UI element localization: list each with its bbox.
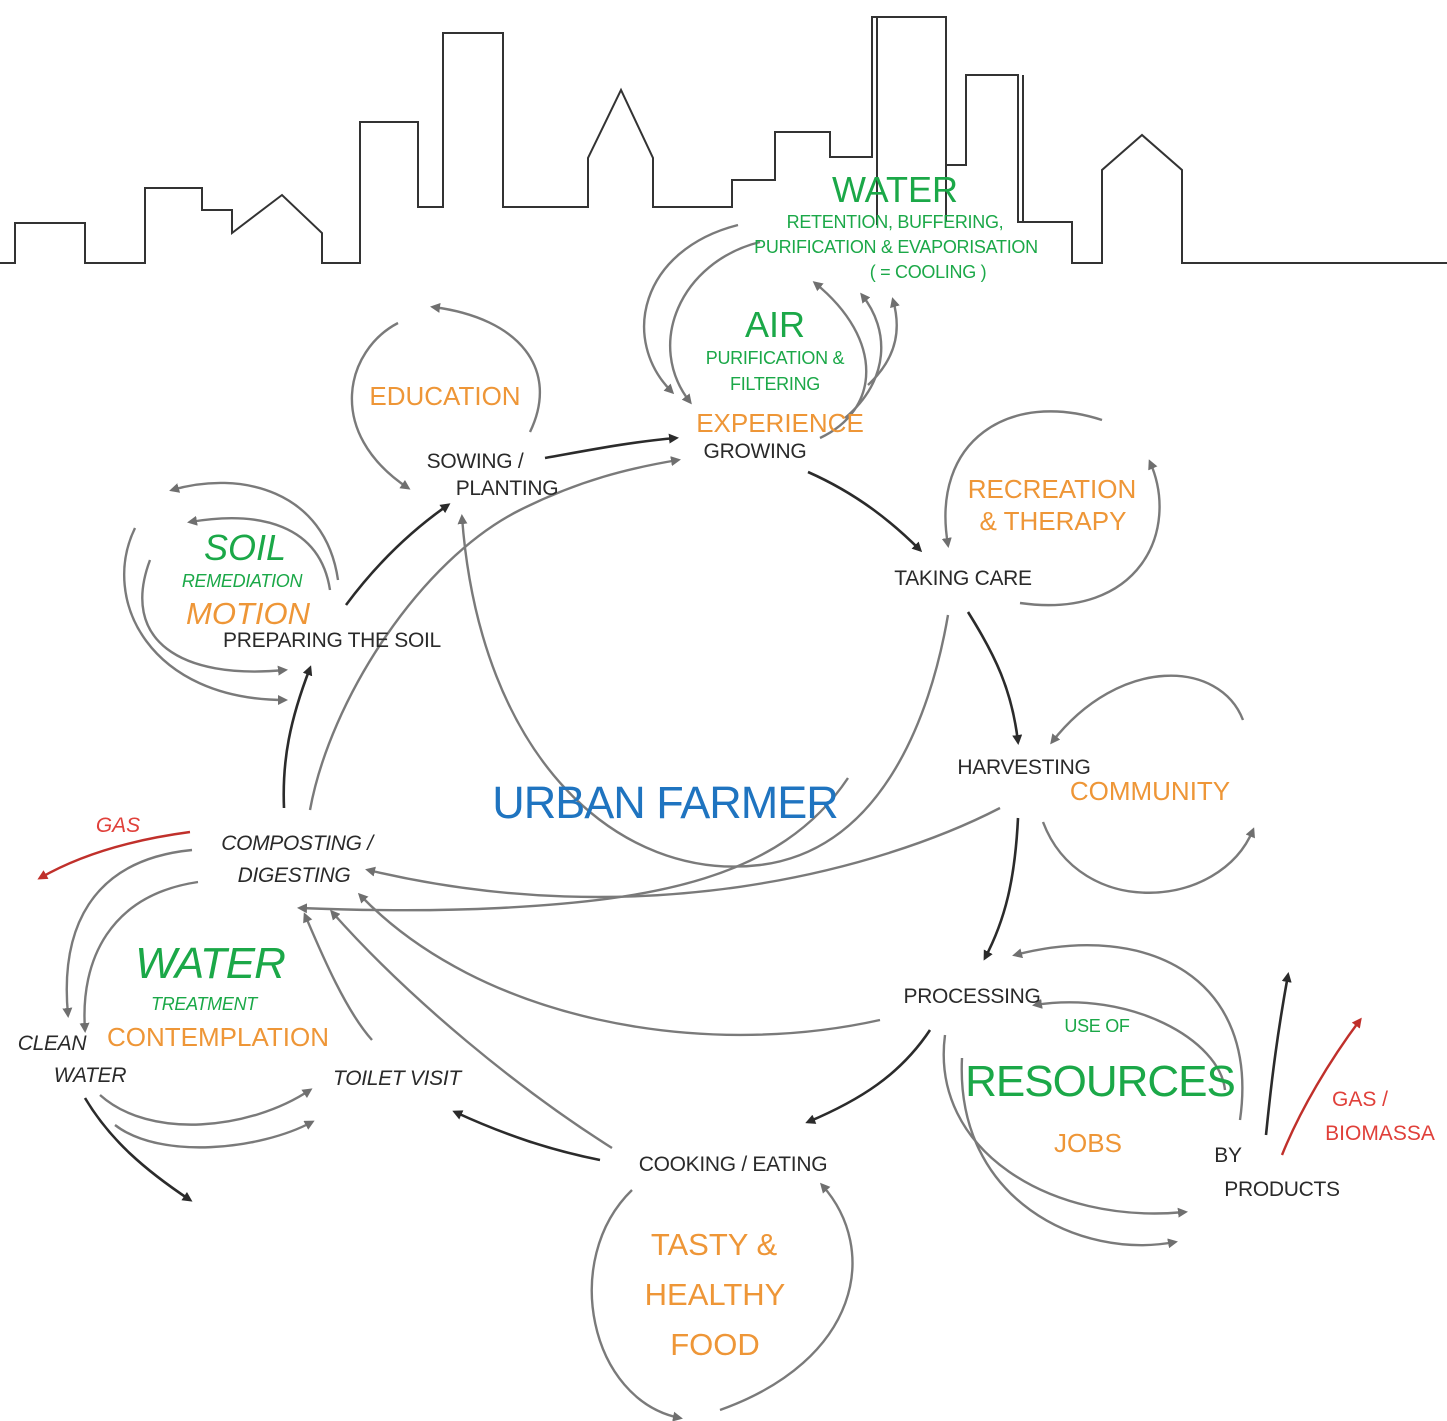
recreation-loop-arrow-2 [1019,459,1161,607]
composting-to-preparing-arrow [282,665,313,809]
by-products-outflow-arrow [1264,972,1292,1136]
benefit-loops [62,223,1255,1421]
water-treatment-loop-arrow-2 [79,880,199,1033]
processing-to-cooking-arrow [805,1029,932,1124]
gas-left-arrow [37,830,191,880]
water-treatment-loop-arrow-3 [99,1088,313,1126]
toilet-to-compost-arrow [303,912,373,1041]
gas-right-label-line-1: GAS / [1332,1088,1388,1111]
composting-label-line-1: COMPOSTING / [221,832,375,855]
center-title: URBAN FARMER [492,777,838,828]
gas-right-arrow [1280,1017,1362,1156]
jobs-label: JOBS [1054,1128,1122,1158]
air-line-2: FILTERING [730,374,820,394]
air-loop-arrow-4 [844,292,883,419]
skyline-outline [0,16,1447,264]
taking-care-to-harvesting-arrow [966,611,1023,745]
by-products-label-line-2: PRODUCTS [1224,1178,1340,1201]
recreation-label-line-1: RECREATION [968,474,1137,504]
resources-title: RESOURCES [965,1057,1235,1106]
toilet-visit-label: TOILET VISIT [333,1067,463,1090]
gas-left-label: GAS [96,814,140,837]
taking-care-to-sowing-arrow [457,514,950,868]
water-top-line-1: RETENTION, BUFFERING, [787,212,1004,232]
community-loop-arrow-2 [1041,821,1255,894]
resources-loop-arrow-1 [1012,944,1244,1121]
preparing-to-sowing-arrow [344,503,451,606]
water-treatment-title: WATER [135,939,285,988]
soil-loop-arrow-2 [187,515,332,591]
harvesting-to-processing-arrow [983,817,1020,961]
network-connectors [297,456,1001,1150]
education-loop-arrow-2 [430,302,541,433]
sowing-label-line-2: PLANTING [456,477,559,500]
resources-pre-label: USE OF [1064,1016,1130,1036]
growing-to-compost-arrow [297,777,849,914]
resources-loop-arrow-2 [1032,998,1227,1091]
cooking-to-compost-arrow [330,909,613,1150]
soil-loop-arrow-1 [169,481,340,581]
emission-arrows [37,830,1362,1156]
by-products-label-line-1: BY [1214,1144,1242,1167]
gas-right-label-line-2: BIOMASSA [1325,1122,1435,1145]
soil-title: SOIL [204,527,286,568]
air-loop-arrow-3 [812,281,868,440]
skyline-tower-shadow [876,17,1024,225]
education-label: EDUCATION [369,381,520,411]
soil-sub: REMEDIATION [182,571,304,591]
food-loop-arrow-2 [719,1182,854,1412]
preparing-soil-label: PREPARING THE SOIL [223,629,441,652]
air-line-1: PURIFICATION & [706,348,845,368]
food-loop-arrow-1 [590,1189,683,1421]
community-loop-arrow [1050,674,1245,745]
water-top-line-3: ( = COOLING ) [870,262,987,282]
clean-water-label-line-1: CLEAN [18,1032,88,1055]
water-treatment-sub: TREATMENT [151,994,259,1014]
clean-water-label-line-2: WATER [54,1064,127,1087]
water-top-title: WATER [832,169,958,210]
processing-to-compost-arrow [357,892,881,1037]
sowing-label-line-1: SOWING / [427,450,524,473]
compost-to-growing-arrow [308,456,681,811]
air-title: AIR [745,304,805,345]
water-treatment-loop-arrow-4 [114,1120,315,1149]
composting-label-line-2: DIGESTING [238,864,351,887]
soil-loop-arrow-3 [122,527,288,705]
processing-label: PROCESSING [903,985,1040,1008]
recreation-loop-arrow [941,410,1103,548]
experience-label: EXPERIENCE [696,408,864,438]
growing-to-taking-care-arrow [807,470,923,553]
water-top-line-2: PURIFICATION & EVAPORISATION [754,237,1038,257]
education-loop-arrow [350,321,411,490]
food-label-line-1: TASTY & [651,1227,778,1262]
harvest-to-compost-arrow [365,806,1001,899]
air-loop-arrow-5 [867,297,900,386]
community-label: COMMUNITY [1070,776,1230,806]
soil-loop-arrow-4 [141,559,288,676]
taking-care-label: TAKING CARE [894,567,1032,590]
resources-loop-arrow-4 [960,1057,1178,1249]
contemplation-label: CONTEMPLATION [107,1022,329,1052]
recreation-label-line-2: & THERAPY [980,506,1127,536]
cooking-eating-label: COOKING / EATING [639,1153,828,1176]
air-loop-arrow-1 [642,223,739,395]
motion-label: MOTION [186,596,311,631]
city-skyline [0,16,1447,264]
food-label-line-2: HEALTHY [645,1277,786,1312]
growing-label: GROWING [704,440,807,463]
resources-loop-arrow-3 [942,1034,1188,1218]
harvesting-label: HARVESTING [957,756,1090,779]
cooking-to-toilet-arrow [452,1110,601,1162]
water-treatment-loop-arrow-1 [62,848,193,1018]
main-flow [83,433,1292,1202]
clean-water-outflow-arrow [83,1097,193,1202]
air-loop-arrow-2 [668,240,761,405]
sowing-to-growing-arrow [544,433,679,460]
food-label-line-3: FOOD [670,1327,760,1362]
